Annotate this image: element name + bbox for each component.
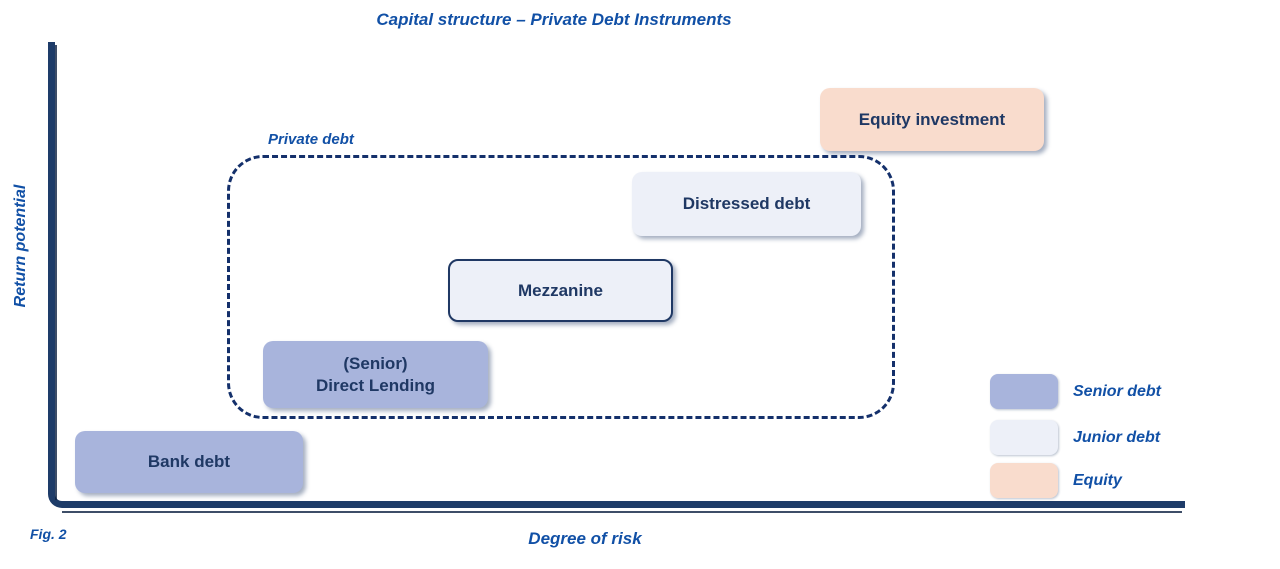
figure-title: Capital structure – Private Debt Instrum… — [376, 10, 732, 29]
legend-label-junior-debt: Junior debt — [1073, 428, 1161, 446]
legend-label-senior-debt: Senior debt — [1073, 382, 1162, 400]
box-equity-investment: Equity investment — [820, 88, 1044, 151]
box-senior-direct-lending: (Senior) Direct Lending — [263, 341, 488, 408]
legend-item-junior-debt: Junior debt — [990, 420, 1160, 455]
figure-number-caption: Fig. 2 — [30, 526, 67, 542]
legend-label-equity: Equity — [1073, 471, 1122, 489]
box-bank-debt: Bank debt — [75, 431, 303, 493]
private-debt-group-outline — [227, 155, 895, 419]
box-distressed-debt: Distressed debt — [632, 172, 861, 236]
axes-lines — [48, 42, 1185, 508]
private-debt-group-label: Private debt — [268, 131, 354, 148]
legend-item-senior-debt: Senior debt — [990, 374, 1161, 409]
box-mezzanine-label: Mezzanine — [517, 280, 604, 300]
y-axis-shadow — [55, 45, 57, 500]
legend-swatch-equity — [990, 463, 1058, 498]
x-axis-shadow — [62, 511, 1182, 513]
box-distressed-debt-label: Distressed debt — [682, 194, 811, 214]
box-equity-investment-label: Equity investment — [858, 109, 1006, 129]
box-senior-direct-lending-label-line2: Direct Lending — [315, 375, 435, 395]
legend-swatch-senior-debt — [990, 374, 1058, 409]
box-bank-debt-label: Bank debt — [147, 452, 231, 472]
box-mezzanine: Mezzanine — [448, 259, 673, 322]
legend-swatch-junior-debt — [990, 420, 1058, 455]
legend-item-equity: Equity — [990, 463, 1122, 498]
box-senior-direct-lending-label-line1: (Senior) — [343, 354, 408, 374]
y-axis-label: Return potential — [12, 184, 29, 308]
x-axis-label: Degree of risk — [528, 529, 642, 548]
